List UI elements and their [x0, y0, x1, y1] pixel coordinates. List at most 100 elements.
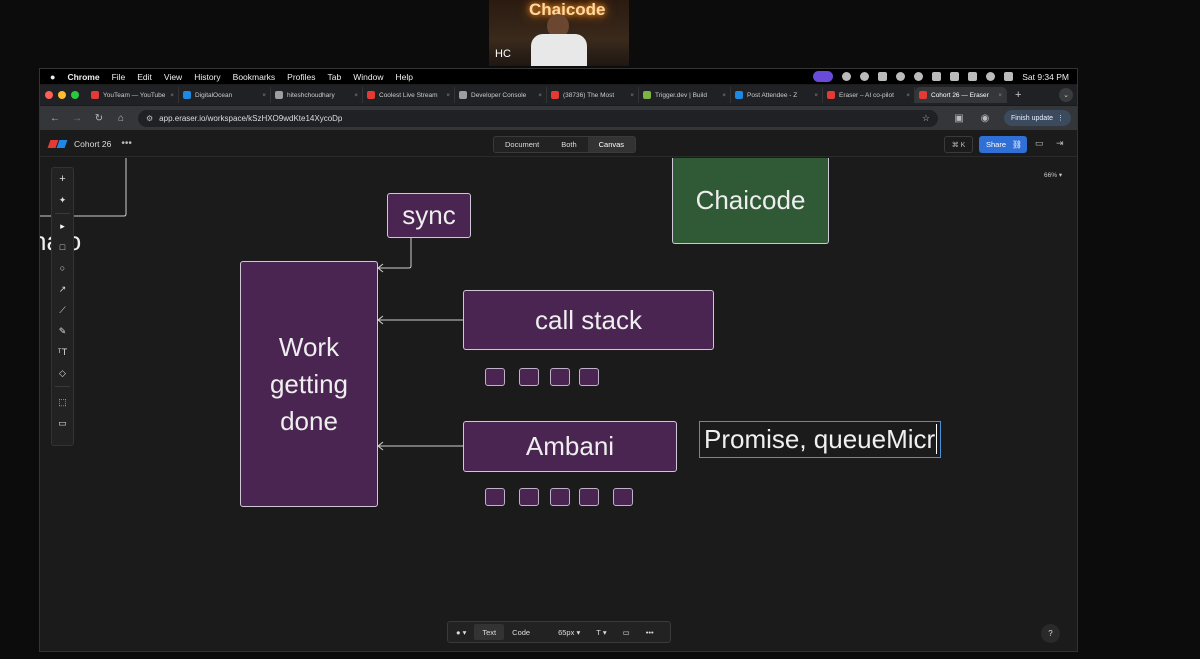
- view-document-button[interactable]: Document: [494, 137, 551, 152]
- frame-icon[interactable]: ⬚: [58, 396, 67, 407]
- menu-bookmarks[interactable]: Bookmarks: [232, 71, 276, 82]
- sync-node[interactable]: sync: [387, 193, 471, 238]
- eraser-logo[interactable]: [47, 139, 68, 148]
- browser-tab[interactable]: Cohort 26 — Eraser×: [915, 87, 1007, 103]
- menu-history[interactable]: History: [194, 71, 221, 82]
- ellipse-icon[interactable]: ○: [59, 263, 66, 273]
- tab-close-icon[interactable]: ×: [262, 91, 266, 99]
- browser-tab[interactable]: hiteshchoudhary×: [271, 87, 363, 103]
- status-app-icon[interactable]: [860, 72, 870, 81]
- share-button[interactable]: Share ⛓: [979, 136, 1027, 153]
- command-palette-button[interactable]: ⌘ K: [944, 136, 973, 153]
- reload-icon[interactable]: ↻: [94, 112, 104, 124]
- status-app-icon[interactable]: [932, 72, 942, 81]
- extensions-icon[interactable]: ▣: [954, 112, 964, 124]
- view-canvas-button[interactable]: Canvas: [587, 137, 636, 152]
- pencil-icon[interactable]: ✎: [58, 325, 67, 336]
- maximize-window-button[interactable]: [71, 91, 79, 99]
- help-button[interactable]: ?: [1041, 624, 1060, 643]
- home-icon[interactable]: ⌂: [117, 112, 125, 124]
- address-bar[interactable]: ⚙ app.eraser.io/workspace/kSzHXO9wdKte14…: [138, 109, 938, 127]
- status-app-icon[interactable]: [896, 72, 906, 81]
- forward-icon[interactable]: →: [72, 112, 82, 124]
- wifi-icon[interactable]: [986, 72, 996, 81]
- apple-icon[interactable]: ●: [50, 71, 56, 82]
- add-icon[interactable]: +: [59, 173, 66, 185]
- tab-close-icon[interactable]: ×: [906, 91, 910, 99]
- menu-app-name[interactable]: Chrome: [67, 71, 100, 82]
- call-stack-node[interactable]: call stack: [463, 290, 714, 350]
- browser-tab[interactable]: YouTeam — YouTube×: [87, 87, 179, 103]
- text-mode-button[interactable]: Text: [474, 624, 505, 640]
- battery-icon[interactable]: [950, 72, 960, 81]
- control-center-icon[interactable]: [1004, 72, 1014, 81]
- color-picker-icon[interactable]: ● ▾: [456, 627, 467, 637]
- more-options-icon[interactable]: •••: [645, 627, 654, 637]
- bookmark-star-icon[interactable]: ☆: [921, 112, 930, 123]
- tab-close-icon[interactable]: ×: [170, 91, 174, 99]
- chaicode-node[interactable]: Chaicode: [672, 158, 829, 244]
- tab-close-icon[interactable]: ×: [814, 91, 818, 99]
- view-both-button[interactable]: Both: [550, 137, 588, 152]
- menu-edit[interactable]: Edit: [137, 71, 152, 82]
- font-size-select[interactable]: 65px ▾: [558, 627, 581, 637]
- status-app-icon[interactable]: [842, 72, 852, 81]
- rectangle-icon[interactable]: □: [59, 242, 66, 252]
- queue-slot[interactable]: [613, 488, 633, 506]
- ai-sparkle-icon[interactable]: ✦: [58, 194, 67, 205]
- queue-slot[interactable]: [519, 488, 539, 506]
- comment-icon[interactable]: ▭: [58, 417, 67, 428]
- more-options-icon[interactable]: •••: [121, 138, 132, 149]
- new-tab-icon[interactable]: +: [1015, 89, 1022, 101]
- browser-tab[interactable]: DigitalOcean×: [179, 87, 271, 103]
- stack-slot[interactable]: [485, 368, 505, 386]
- tab-close-icon[interactable]: ×: [722, 91, 726, 99]
- font-style-select[interactable]: T ▾: [596, 627, 607, 637]
- menu-profiles[interactable]: Profiles: [287, 71, 316, 82]
- browser-tab[interactable]: Trigger.dev | Build×: [639, 87, 731, 103]
- play-icon[interactable]: [914, 72, 924, 81]
- text-icon[interactable]: ᵀT: [57, 347, 68, 357]
- comments-icon[interactable]: ▭: [1035, 138, 1044, 148]
- menubar-clock[interactable]: Sat 9:34 PM: [1022, 71, 1069, 82]
- site-info-icon[interactable]: ⚙: [146, 113, 154, 123]
- queue-slot[interactable]: [550, 488, 570, 506]
- menu-file[interactable]: File: [111, 71, 126, 82]
- stack-slot[interactable]: [519, 368, 539, 386]
- screen-record-icon[interactable]: [813, 71, 834, 82]
- url-text[interactable]: app.eraser.io/workspace/kSzHXO9wdKte14Xy…: [159, 113, 343, 123]
- tab-search-icon[interactable]: ⌄: [1059, 88, 1073, 102]
- tab-close-icon[interactable]: ×: [446, 91, 450, 99]
- code-mode-button[interactable]: Code: [512, 627, 531, 637]
- menu-help[interactable]: Help: [395, 71, 413, 82]
- close-window-button[interactable]: [45, 91, 53, 99]
- tab-close-icon[interactable]: ×: [998, 91, 1002, 99]
- finish-update-button[interactable]: Finish update ⋮: [1004, 110, 1072, 126]
- stack-slot[interactable]: [579, 368, 599, 386]
- tab-close-icon[interactable]: ×: [354, 91, 358, 99]
- browser-tab[interactable]: Coolest Live Stream×: [363, 87, 455, 103]
- back-icon[interactable]: ←: [50, 112, 60, 124]
- shapes-icon[interactable]: ◇: [59, 367, 66, 378]
- browser-tab[interactable]: Post Attendee - Z×: [731, 87, 823, 103]
- text-edit-box[interactable]: Promise, queueMicr: [699, 421, 941, 458]
- browser-tab[interactable]: Eraser – AI co-pilot×: [823, 87, 915, 103]
- select-cursor-icon[interactable]: ▸: [60, 220, 65, 231]
- stack-slot[interactable]: [550, 368, 570, 386]
- menu-window[interactable]: Window: [353, 71, 384, 82]
- bluetooth-icon[interactable]: [968, 72, 978, 81]
- comment-icon[interactable]: ▭: [622, 627, 630, 637]
- menu-tab[interactable]: Tab: [327, 71, 342, 82]
- tab-close-icon[interactable]: ×: [538, 91, 542, 99]
- document-title[interactable]: Cohort 26: [74, 138, 112, 149]
- tab-close-icon[interactable]: ×: [630, 91, 634, 99]
- arrow-icon[interactable]: ↗: [58, 283, 67, 294]
- profile-avatar-icon[interactable]: ◉: [980, 112, 990, 124]
- queue-slot[interactable]: [579, 488, 599, 506]
- work-getting-done-node[interactable]: Work getting done: [240, 261, 378, 507]
- export-icon[interactable]: ⇥: [1056, 138, 1064, 148]
- diagram-canvas[interactable]: nalo sync Chaicode Work getting done cal…: [40, 158, 1077, 651]
- zoom-level[interactable]: 66% ▾: [1044, 172, 1063, 179]
- menu-view[interactable]: View: [163, 71, 183, 82]
- status-app-icon[interactable]: [878, 72, 888, 81]
